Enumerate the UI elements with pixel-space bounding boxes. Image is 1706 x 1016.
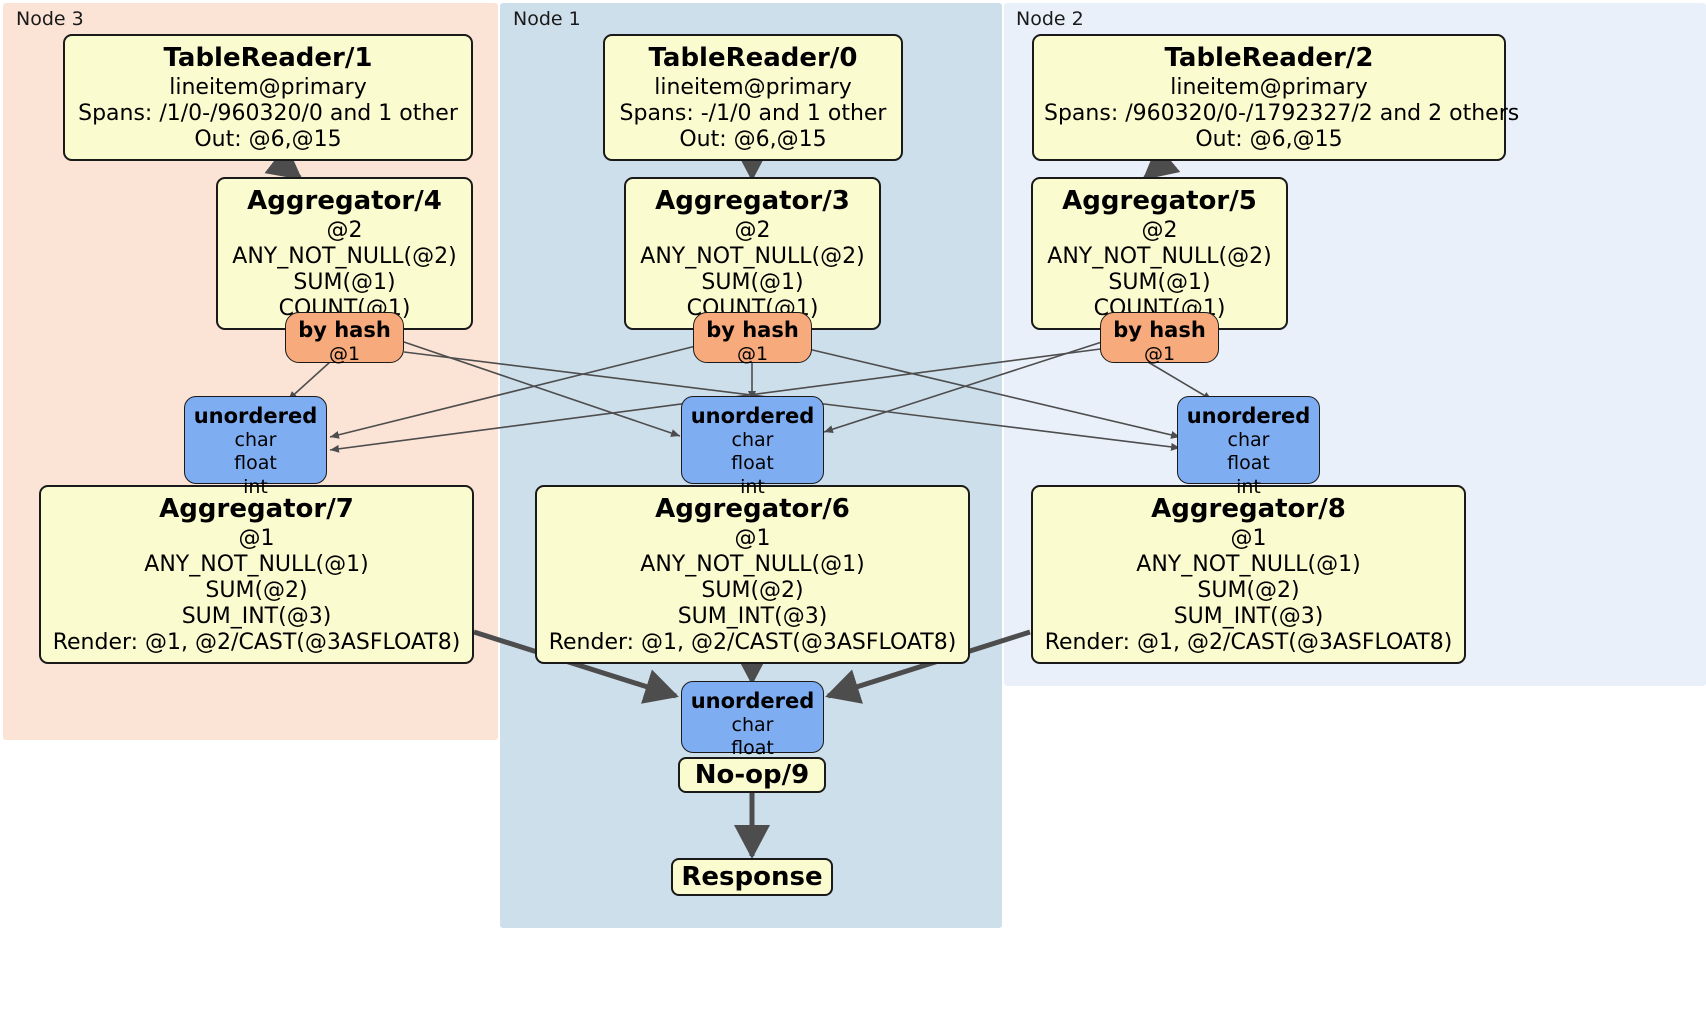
processor-title: Aggregator/3 — [655, 186, 850, 216]
processor-spans: Spans: /960320/0-/1792327/2 and 2 others — [1044, 100, 1520, 126]
processor-func-1: ANY_NOT_NULL(@1) — [1136, 551, 1361, 577]
synchronizer-type-2: float — [731, 452, 774, 475]
processor-func-1: ANY_NOT_NULL(@2) — [232, 243, 457, 269]
synchronizer-title: unordered — [690, 689, 815, 713]
synchronizer-unordered-8[interactable]: unordered char float int — [1177, 396, 1320, 498]
processor-func-2: SUM(@1) — [701, 269, 804, 295]
node-panel-label-node3: Node 3 — [16, 8, 84, 30]
processor-aggregator-6[interactable]: Aggregator/6 @1 ANY_NOT_NULL(@1) SUM(@2)… — [535, 485, 970, 665]
synchronizer-unordered-final[interactable]: unordered char float — [681, 681, 824, 759]
synchronizer-type-2: float — [1227, 452, 1270, 475]
synchronizer-type-3: int — [243, 475, 268, 498]
processor-func-2: SUM(@2) — [701, 577, 804, 603]
processor-spans: Spans: -/1/0 and 1 other — [619, 100, 887, 126]
processor-title: Aggregator/8 — [1151, 494, 1346, 524]
processor-out: Out: @6,@15 — [679, 126, 827, 152]
processor-group: @2 — [326, 217, 363, 243]
processor-out: Out: @6,@15 — [194, 126, 342, 152]
processor-aggregator-4[interactable]: Aggregator/4 @2 ANY_NOT_NULL(@2) SUM(@1)… — [216, 177, 473, 331]
processor-func-2: SUM(@2) — [205, 577, 308, 603]
processor-func-3: SUM_INT(@3) — [1173, 604, 1324, 630]
processor-out: Out: @6,@15 — [1195, 126, 1343, 152]
synchronizer-type-2: float — [234, 452, 277, 475]
processor-func-1: ANY_NOT_NULL(@1) — [144, 551, 369, 577]
router-by-hash-5[interactable]: by hash @1 — [1100, 312, 1219, 366]
router-column: @1 — [328, 343, 361, 366]
synchronizer-title: unordered — [690, 404, 815, 428]
processor-render: Render: @1, @2/CAST(@3ASFLOAT8) — [52, 630, 461, 656]
processor-func-3: SUM_INT(@3) — [181, 604, 332, 630]
node-panel-label-node2: Node 2 — [1016, 8, 1084, 30]
router-by-hash-3[interactable]: by hash @1 — [693, 312, 812, 366]
router-by-hash-4[interactable]: by hash @1 — [285, 312, 404, 366]
processor-title: Aggregator/4 — [247, 186, 442, 216]
processor-group: @1 — [1230, 525, 1267, 551]
processor-func-2: SUM(@2) — [1197, 577, 1300, 603]
router-title: by hash — [706, 318, 799, 342]
processor-title: Aggregator/7 — [159, 494, 354, 524]
processor-aggregator-3[interactable]: Aggregator/3 @2 ANY_NOT_NULL(@2) SUM(@1)… — [624, 177, 881, 331]
synchronizer-type-1: char — [234, 429, 277, 452]
synchronizer-title: unordered — [193, 404, 318, 428]
processor-aggregator-7[interactable]: Aggregator/7 @1 ANY_NOT_NULL(@1) SUM(@2)… — [39, 485, 474, 665]
processor-table: lineitem@primary — [169, 74, 367, 100]
processor-func-1: ANY_NOT_NULL(@2) — [640, 243, 865, 269]
processor-table-reader-1[interactable]: TableReader/1 lineitem@primary Spans: /1… — [63, 34, 473, 162]
processor-no-op-9[interactable]: No-op/9 — [678, 757, 826, 793]
synchronizer-type-1: char — [731, 714, 774, 737]
processor-table: lineitem@primary — [1170, 74, 1368, 100]
processor-title: TableReader/1 — [163, 43, 373, 73]
processor-title: TableReader/0 — [648, 43, 858, 73]
processor-group: @1 — [734, 525, 771, 551]
processor-spans: Spans: /1/0-/960320/0 and 1 other — [78, 100, 458, 126]
synchronizer-unordered-6[interactable]: unordered char float int — [681, 396, 824, 498]
processor-table: lineitem@primary — [654, 74, 852, 100]
processor-aggregator-8[interactable]: Aggregator/8 @1 ANY_NOT_NULL(@1) SUM(@2)… — [1031, 485, 1466, 665]
synchronizer-unordered-7[interactable]: unordered char float int — [184, 396, 327, 498]
processor-table-reader-2[interactable]: TableReader/2 lineitem@primary Spans: /9… — [1032, 34, 1520, 162]
router-title: by hash — [298, 318, 391, 342]
processor-func-2: SUM(@1) — [293, 269, 396, 295]
processor-group: @2 — [1141, 217, 1178, 243]
processor-func-1: ANY_NOT_NULL(@1) — [640, 551, 865, 577]
processor-title: Aggregator/5 — [1062, 186, 1257, 216]
processor-func-3: SUM_INT(@3) — [677, 604, 828, 630]
processor-func-1: ANY_NOT_NULL(@2) — [1047, 243, 1272, 269]
processor-title: TableReader/2 — [1164, 43, 1374, 73]
router-title: by hash — [1113, 318, 1206, 342]
synchronizer-type-2: float — [731, 737, 774, 760]
router-column: @1 — [1143, 343, 1176, 366]
processor-response[interactable]: Response — [671, 858, 833, 896]
processor-group: @2 — [734, 217, 771, 243]
processor-aggregator-5[interactable]: Aggregator/5 @2 ANY_NOT_NULL(@2) SUM(@1)… — [1031, 177, 1288, 331]
synchronizer-title: unordered — [1186, 404, 1311, 428]
processor-label: No-op/9 — [694, 760, 810, 790]
synchronizer-type-1: char — [731, 429, 774, 452]
processor-label: Response — [681, 862, 823, 892]
processor-render: Render: @1, @2/CAST(@3ASFLOAT8) — [548, 630, 957, 656]
processor-group: @1 — [238, 525, 275, 551]
node-panel-label-node1: Node 1 — [513, 8, 581, 30]
processor-render: Render: @1, @2/CAST(@3ASFLOAT8) — [1044, 630, 1453, 656]
synchronizer-type-3: int — [1236, 475, 1261, 498]
synchronizer-type-1: char — [1227, 429, 1270, 452]
processor-table-reader-0[interactable]: TableReader/0 lineitem@primary Spans: -/… — [603, 34, 903, 162]
processor-title: Aggregator/6 — [655, 494, 850, 524]
synchronizer-type-3: int — [740, 475, 765, 498]
processor-func-2: SUM(@1) — [1108, 269, 1211, 295]
router-column: @1 — [736, 343, 769, 366]
